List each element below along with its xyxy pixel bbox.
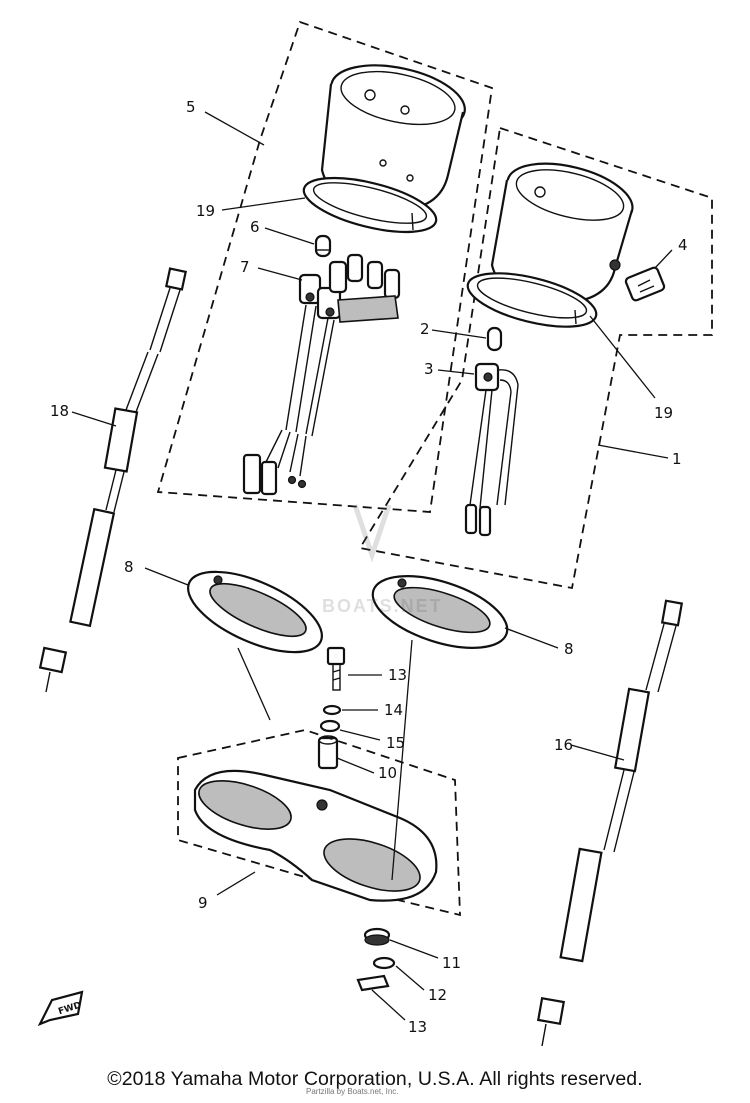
callout-11: 11 [442, 954, 461, 972]
bezel-right-8 [371, 575, 509, 649]
bezel-left-8 [187, 570, 323, 654]
assembly-boundary-right [358, 126, 713, 590]
callout-8-left: 8 [124, 558, 134, 576]
bulb-2 [486, 326, 503, 352]
callout-6: 6 [250, 218, 260, 236]
callout-1: 1 [672, 450, 682, 468]
washer-12 [372, 956, 396, 970]
callout-18: 18 [50, 402, 69, 420]
rim-gasket-right [466, 272, 598, 328]
callout-19-left: 19 [196, 202, 215, 220]
reset-knob-4 [624, 266, 666, 302]
cable-18 [38, 267, 188, 693]
bulb-6 [314, 234, 332, 258]
socket-cluster-7 [298, 253, 401, 323]
callout-17: 16 [554, 736, 573, 754]
callout-9: 9 [198, 894, 208, 912]
callout-14: 13 [388, 666, 407, 684]
callout-12: 12 [428, 986, 447, 1004]
callout-10: 10 [378, 764, 397, 782]
callout-8-right: 8 [564, 640, 574, 658]
wire-harness-left [242, 304, 335, 496]
meter-bracket-9 [177, 729, 461, 917]
meter-housing-left [320, 64, 466, 212]
cable-17 [536, 599, 684, 1047]
rim-gasket-left [302, 176, 438, 234]
svg-text:BOATS.NET: BOATS.NET [322, 596, 443, 616]
clip-13 [356, 974, 390, 992]
collar-10 [317, 735, 339, 770]
callout-7: 7 [240, 258, 250, 276]
callout-13: 13 [408, 1018, 427, 1036]
watermark-logo: BOATS.NET [322, 504, 443, 616]
copyright-notice: ©2018 Yamaha Motor Corporation, U.S.A. A… [107, 1068, 643, 1090]
washer-16 [319, 719, 341, 733]
watermark-subtext: Partzilla by Boats.net, Inc. [306, 1087, 399, 1096]
meter-assembly-left [156, 20, 493, 513]
fwd-arrow-icon: FWD [37, 990, 84, 1027]
socket-3 [464, 362, 519, 537]
callout-labels: 5 19 6 7 4 2 3 19 1 18 8 8 13 14 15 10 1… [50, 98, 688, 1036]
callout-16: 15 [386, 734, 405, 752]
callout-15: 14 [384, 701, 403, 719]
callout-3: 3 [424, 360, 434, 378]
washer-15 [322, 704, 342, 716]
meter-housing-right [490, 162, 634, 305]
grommet-11 [363, 927, 391, 946]
callout-2: 2 [420, 320, 430, 338]
bracket-boundary [177, 729, 461, 917]
callout-4: 4 [678, 236, 688, 254]
bolt-14 [326, 646, 346, 691]
meter-assembly-right [358, 126, 713, 590]
assembly-boundary-left [156, 20, 493, 513]
callout-5: 5 [186, 98, 196, 116]
callout-19-right: 19 [654, 404, 673, 422]
leader-lines [71, 111, 673, 1021]
